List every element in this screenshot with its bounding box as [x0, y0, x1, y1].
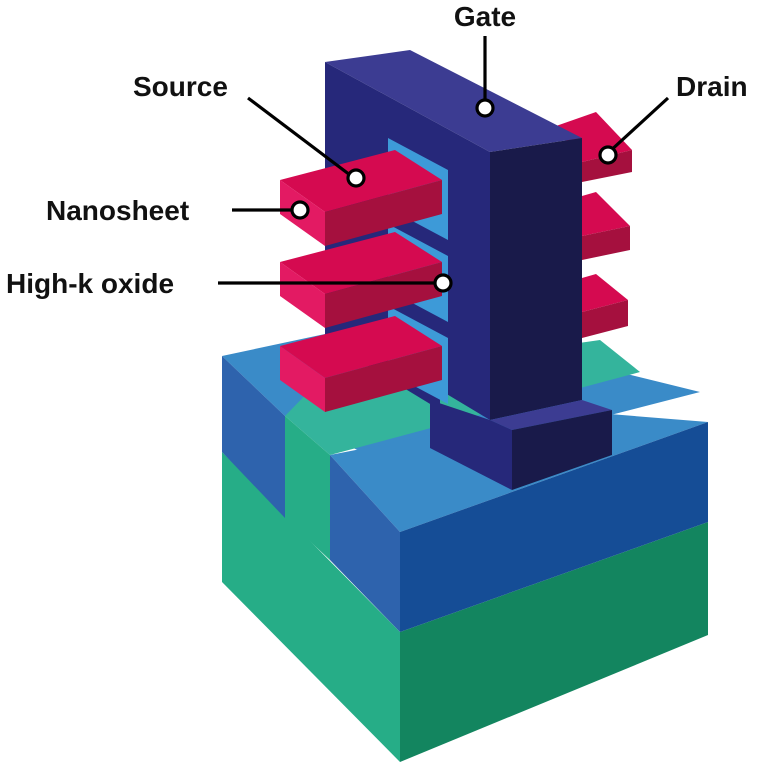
isolation-front-right-face	[400, 422, 708, 632]
drain-leader	[606, 96, 670, 155]
nanosheet-dot	[290, 200, 310, 220]
source-leader	[247, 96, 355, 180]
drain-dot	[598, 145, 618, 165]
substrate-left-face	[222, 452, 400, 762]
gate-right-face	[490, 138, 582, 420]
gate-foot-right	[512, 410, 612, 490]
leader-dots	[290, 98, 618, 293]
gate-dot	[475, 98, 495, 118]
high-k-oxide-label: High-k oxide	[6, 268, 174, 299]
source-dot	[346, 168, 366, 188]
leader-lines	[218, 36, 670, 285]
source-sheet-2-top	[280, 232, 442, 294]
substrate-right-face	[400, 522, 708, 762]
source-sheet-2-side	[325, 262, 442, 328]
substrate	[222, 452, 708, 762]
drain-sheet-1-side	[582, 150, 632, 182]
source-label: Source	[133, 71, 228, 102]
high-k-oxide-dot	[433, 273, 453, 293]
labels: Gate Source Drain Nanosheet High-k oxide	[6, 1, 748, 299]
source-sheets	[280, 150, 442, 412]
gate-foot-left	[430, 400, 512, 490]
source-sheet-2-front	[280, 262, 325, 328]
drain-sheet-2-top	[582, 192, 630, 236]
source-sheet-3-front	[280, 346, 325, 412]
drain-sheet-3-side	[582, 300, 628, 338]
isolation-left-face	[222, 356, 285, 518]
source-sheet-3-top	[280, 316, 442, 378]
source-sheet-1-side	[325, 180, 442, 246]
drain-sheet-2-side	[582, 226, 630, 260]
source-sheet-3-side	[325, 346, 442, 412]
gate-foot-top	[490, 400, 612, 430]
drain-sheet-3-top	[582, 274, 628, 312]
drain-label: Drain	[676, 71, 748, 102]
trench-face	[285, 416, 330, 560]
gate-label: Gate	[454, 1, 516, 32]
nanosheet-label: Nanosheet	[46, 195, 189, 226]
isolation-front-left-face	[330, 455, 400, 632]
gate-top-face	[325, 50, 582, 152]
